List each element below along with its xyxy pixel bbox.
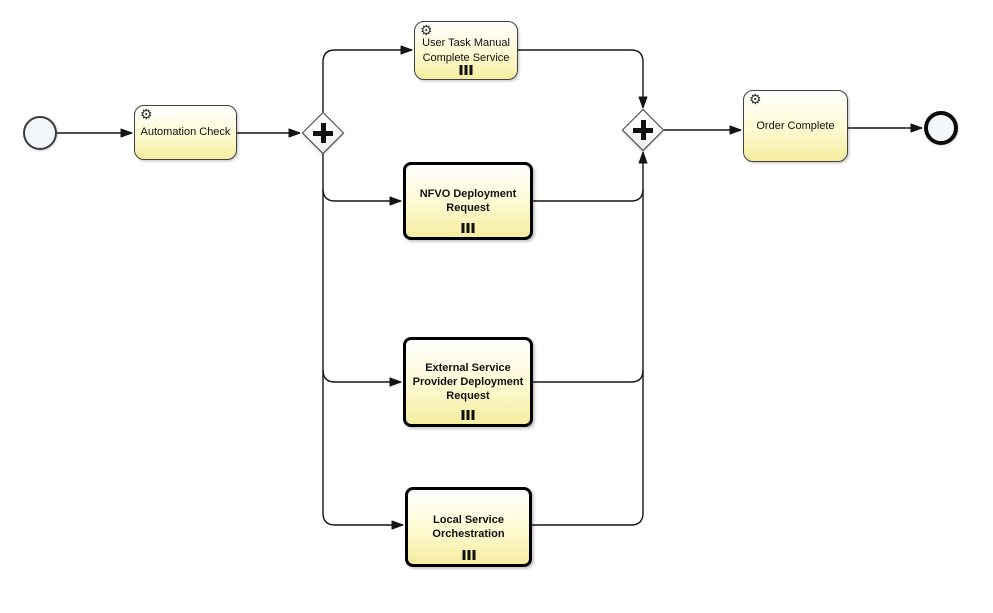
parallel-gateway-split[interactable]	[301, 111, 345, 155]
task-user-task-manual-complete-service[interactable]: ⚙ User Task Manual Complete Service	[414, 21, 518, 80]
flow-split-gateway-to-nfvo	[322, 188, 402, 206]
call-activity-external-service-provider-deployment-request[interactable]: External Service Provider Deployment Req…	[403, 337, 533, 427]
parallel-gateway-join[interactable]	[621, 108, 665, 152]
task-label: Local Service Orchestration	[432, 513, 505, 540]
end-event[interactable]	[924, 111, 958, 145]
multi-instance-icon	[462, 550, 475, 560]
task-label: User Task Manual Complete Service	[422, 37, 510, 64]
call-activity-local-service-orchestration[interactable]: Local Service Orchestration	[405, 487, 532, 567]
gear-icon: ⚙	[420, 22, 433, 38]
flow-user-task-to-join-gateway	[518, 49, 648, 109]
flow-split-gateway-to-user-task	[322, 45, 413, 112]
flow-local-to-join-gateway	[532, 151, 648, 526]
flow-split-gateway-to-local	[322, 154, 404, 530]
task-label: Order Complete	[756, 119, 835, 132]
flow-split-gateway-to-external	[322, 369, 402, 387]
flow-nfvo-merge	[533, 188, 644, 202]
task-label: Automation Check	[140, 126, 231, 139]
task-label: External Service Provider Deployment Req…	[412, 361, 524, 403]
call-activity-nfvo-deployment-request[interactable]: NFVO Deployment Request	[403, 162, 533, 240]
start-event[interactable]	[23, 116, 57, 150]
task-order-complete[interactable]: ⚙ Order Complete	[743, 90, 848, 162]
plus-icon	[640, 120, 646, 140]
task-automation-check[interactable]: ⚙ Automation Check	[134, 105, 237, 160]
task-label: NFVO Deployment Request	[419, 187, 517, 214]
flow-external-merge	[533, 369, 644, 383]
plus-icon	[320, 123, 326, 143]
multi-instance-icon	[461, 410, 475, 420]
gear-icon: ⚙	[140, 106, 153, 122]
multi-instance-icon	[461, 223, 475, 233]
multi-instance-icon	[459, 65, 473, 75]
gear-icon: ⚙	[749, 91, 762, 107]
